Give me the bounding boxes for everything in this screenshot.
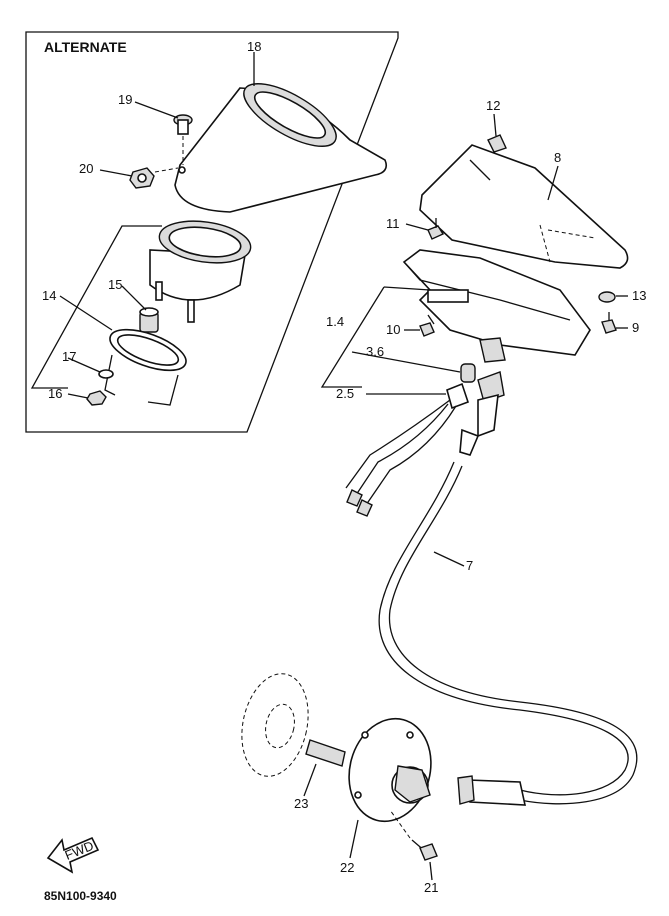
part-9-screw bbox=[601, 312, 617, 334]
callout-19: 19 bbox=[118, 92, 132, 107]
svg-text:FWD: FWD bbox=[63, 838, 96, 863]
callout-20: 20 bbox=[79, 161, 93, 176]
alternate-title: ALTERNATE bbox=[44, 39, 127, 55]
callout-1-4: 1.4 bbox=[326, 314, 344, 329]
callout-7: 7 bbox=[466, 558, 473, 573]
part-14-bracket bbox=[104, 328, 187, 406]
callout-12: 12 bbox=[486, 98, 500, 113]
callout-2-5: 2.5 bbox=[336, 386, 354, 401]
callout-23: 23 bbox=[294, 796, 308, 811]
part-13-washer bbox=[598, 291, 616, 303]
part-8-meter-cover bbox=[419, 144, 629, 269]
main-speedometer-assembly bbox=[402, 249, 591, 363]
callout-3-6: 3.6 bbox=[366, 344, 384, 359]
callout-18: 18 bbox=[247, 39, 261, 54]
part-3-6-bulb bbox=[460, 363, 476, 383]
callout-9: 9 bbox=[632, 320, 639, 335]
part-11-screw bbox=[427, 218, 445, 240]
part-2-5-socket-harness bbox=[345, 382, 470, 517]
callout-15: 15 bbox=[108, 277, 122, 292]
part-12-clip bbox=[487, 134, 507, 153]
drawing-code: 85N100-9340 bbox=[44, 889, 117, 903]
part-18-meter-cowl bbox=[174, 83, 388, 213]
callout-16: 16 bbox=[48, 386, 62, 401]
fwd-arrow-icon: FWD bbox=[46, 836, 100, 874]
part-20-nut bbox=[129, 167, 179, 189]
part-16-nut bbox=[86, 390, 107, 406]
alt-speedometer-gauge bbox=[149, 220, 252, 323]
part-10-screw bbox=[419, 314, 435, 337]
part-22-speedometer-gear bbox=[348, 717, 432, 823]
callout-22: 22 bbox=[340, 860, 354, 875]
part-21-bolt bbox=[389, 809, 438, 861]
part-19-screw bbox=[173, 114, 193, 165]
rotor-disc bbox=[241, 673, 309, 777]
callout-21: 21 bbox=[424, 880, 438, 895]
part-7-speedometer-cable bbox=[378, 371, 638, 806]
callout-13: 13 bbox=[632, 288, 646, 303]
callout-17: 17 bbox=[62, 349, 76, 364]
part-23-sleeve bbox=[305, 739, 346, 767]
part-17-washer bbox=[98, 369, 114, 379]
alternate-box bbox=[25, 31, 399, 433]
part-15-bulb-socket bbox=[139, 307, 159, 333]
callout-11: 11 bbox=[386, 216, 400, 231]
leader-lines bbox=[59, 52, 628, 881]
callout-10: 10 bbox=[386, 322, 400, 337]
callout-8: 8 bbox=[554, 150, 561, 165]
callout-14: 14 bbox=[42, 288, 56, 303]
